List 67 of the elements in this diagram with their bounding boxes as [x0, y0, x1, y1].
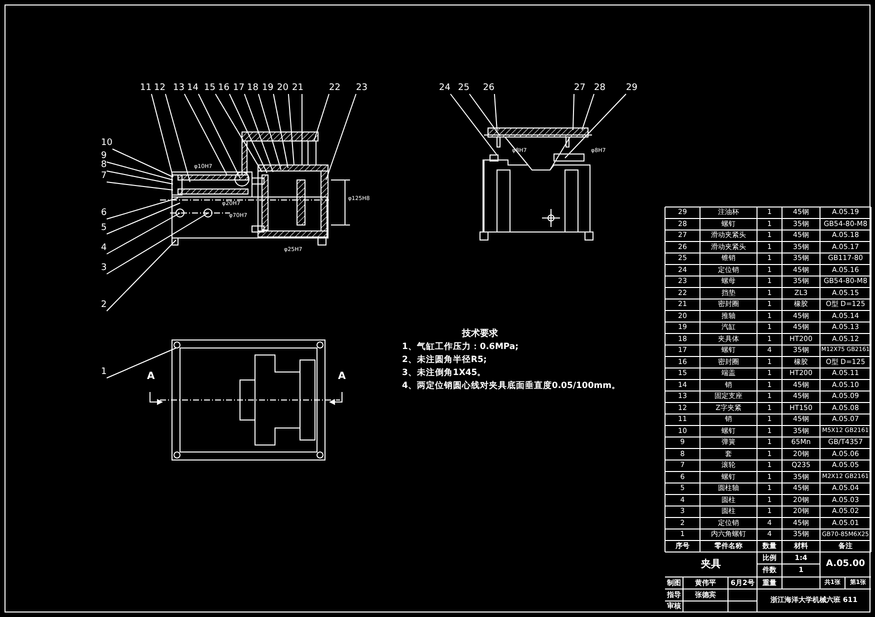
- technical-note: 3、未注倒角1X45。: [402, 369, 486, 378]
- leader-line: [272, 94, 288, 168]
- callout-number: 27: [574, 84, 586, 93]
- leader-line: [214, 94, 262, 172]
- callout-number: 12: [154, 84, 166, 93]
- leader-line: [164, 94, 190, 182]
- callout-number: 15: [204, 84, 216, 93]
- callout-number: 20: [277, 84, 288, 93]
- callout-number: 18: [247, 84, 258, 93]
- callout-number: 5: [101, 224, 107, 233]
- callout-number: 1: [101, 368, 107, 377]
- leader-line: [564, 94, 626, 158]
- technical-note: 1、气缸工作压力：0.6MPa;: [402, 343, 519, 352]
- leader-line: [198, 94, 240, 178]
- leader-line: [468, 94, 500, 136]
- leader-line: [494, 94, 498, 130]
- callout-number: 6: [101, 209, 107, 218]
- notes-heading: 技术要求: [462, 330, 498, 339]
- callout-number: 28: [594, 84, 606, 93]
- leader-line: [106, 348, 176, 378]
- callout-number: 17: [233, 84, 244, 93]
- section-label: A: [338, 372, 346, 382]
- leader-line: [150, 94, 174, 178]
- leader-line: [450, 94, 498, 156]
- leader-line: [258, 94, 282, 170]
- callout-number: 11: [140, 84, 152, 93]
- callout-number: 21: [292, 84, 304, 93]
- callout-number: 10: [101, 139, 112, 148]
- callout-number: 29: [626, 84, 638, 93]
- callout-number: 19: [262, 84, 274, 93]
- callout-number: 2: [101, 301, 107, 310]
- leader-line: [106, 212, 208, 274]
- leader-line: [184, 94, 228, 176]
- section-view-drawing: [160, 132, 330, 246]
- leader-line: [106, 240, 176, 312]
- callout-number: 16: [218, 84, 230, 93]
- section-label: A: [147, 372, 155, 382]
- leader-line: [582, 94, 594, 130]
- technical-note: 2、未注圆角半径R5;: [402, 356, 487, 364]
- leader-line: [572, 94, 574, 130]
- leader-line: [106, 162, 174, 180]
- callout-number: 24: [439, 84, 450, 93]
- technical-note: 4、两定位销圆心线对夹具底面垂直度0.05/100mm。: [402, 382, 620, 390]
- callout-number: 9: [101, 152, 107, 161]
- leader-line: [112, 148, 174, 178]
- callout-number: 22: [329, 84, 340, 93]
- leader-line: [106, 170, 174, 184]
- leader-line: [106, 182, 174, 190]
- leader-line: [106, 198, 178, 220]
- callout-number: 4: [101, 244, 107, 253]
- leader-line: [228, 94, 268, 174]
- leader-line: [288, 94, 294, 166]
- leader-line: [244, 94, 274, 172]
- leader-line: [314, 94, 330, 142]
- callout-number: 8: [101, 161, 107, 170]
- leader-line: [326, 94, 356, 180]
- leader-line: [106, 202, 180, 234]
- callout-number: 25: [458, 84, 470, 93]
- callout-number: 7: [101, 172, 107, 181]
- callout-number: 14: [187, 84, 198, 93]
- drawing-title: 夹具: [701, 560, 721, 570]
- callout-number: 13: [173, 84, 184, 93]
- leader-line: [106, 212, 180, 254]
- callout-number: 26: [483, 84, 494, 93]
- callout-number: 23: [356, 84, 368, 93]
- callout-number: 3: [101, 264, 107, 273]
- drawing-number: A.05.00: [826, 560, 866, 569]
